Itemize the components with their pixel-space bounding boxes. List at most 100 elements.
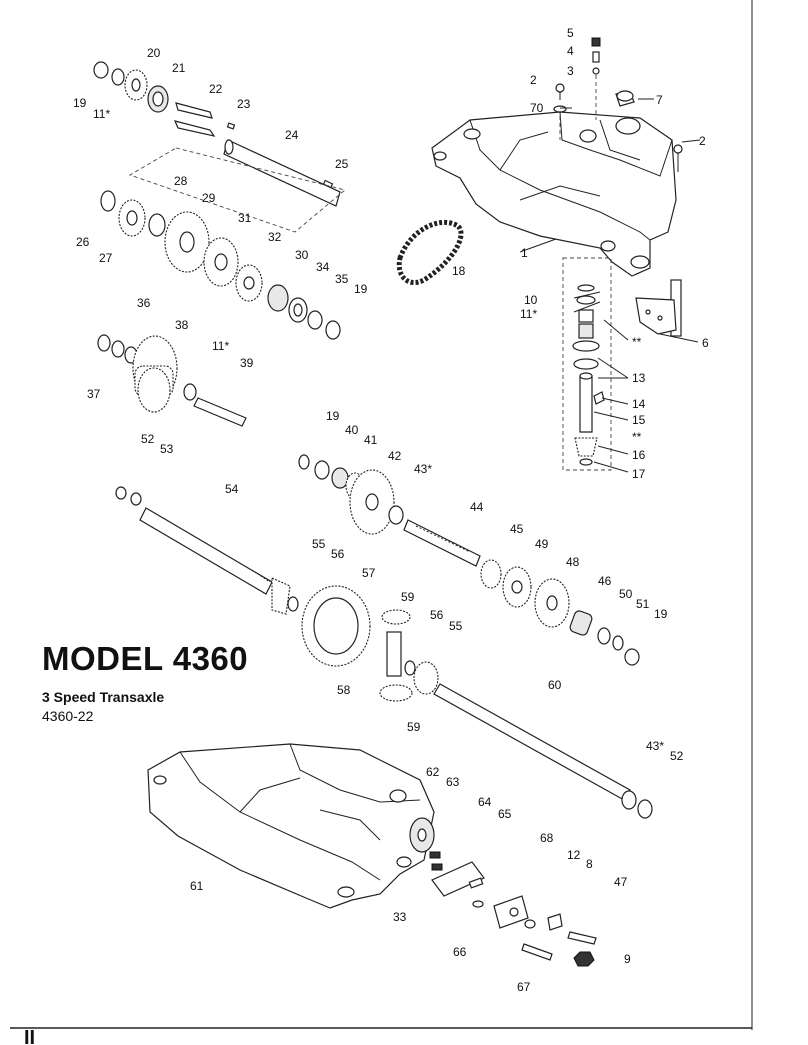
label-40: 40 [345,423,359,437]
label-30: 30 [295,248,309,262]
label-28: 28 [174,174,188,188]
label-46: 46 [598,574,612,588]
label-61: 61 [190,879,204,893]
label-65: 65 [498,807,512,821]
label-56: 56 [331,547,345,561]
label-42: 42 [388,449,402,463]
label-63: 63 [446,775,460,789]
label-56: 56 [430,608,444,622]
label-15: 15 [632,413,646,427]
label-21: 21 [172,61,186,75]
label-24: 24 [285,128,299,142]
label-20: 20 [147,46,161,60]
footer-mark: II [24,1027,35,1045]
label-19: 19 [73,96,87,110]
label-31: 31 [238,211,252,225]
label-19: 19 [354,282,368,296]
leader-lines [519,98,701,473]
model-title: MODEL 4360 [42,640,248,677]
label-55: 55 [312,537,326,551]
label-18: 18 [452,264,466,278]
label-double-asterisk: ** [632,335,642,349]
label-double-asterisk: ** [632,430,642,444]
label-62: 62 [426,765,440,779]
label-55: 55 [449,619,463,633]
label-2: 2 [530,73,537,87]
middle-shaft-group [298,454,640,666]
label-11: 11* [520,307,537,321]
label-1: 1 [521,246,528,260]
label-36: 36 [137,296,151,310]
label-57: 57 [362,566,376,580]
label-35: 35 [335,272,349,286]
label-51: 51 [636,597,650,611]
label-26: 26 [76,235,90,249]
model-subtitle: 3 Speed Transaxle [42,689,164,705]
label-52: 52 [141,432,155,446]
label-45: 45 [510,522,524,536]
label-14: 14 [632,397,646,411]
model-code: 4360-22 [42,708,94,724]
label-22: 22 [209,82,223,96]
label-68: 68 [540,831,554,845]
label-38: 38 [175,318,189,332]
label-64: 64 [478,795,492,809]
label-11: 11* [93,107,110,121]
label-39: 39 [240,356,254,370]
label-19: 19 [654,607,668,621]
label-67: 67 [517,980,531,994]
label-53: 53 [160,442,174,456]
label-44: 44 [470,500,484,514]
vertical-shaft-stack [562,257,612,471]
drive-chain [396,219,464,285]
label-16: 16 [632,448,646,462]
label-2: 2 [699,134,706,148]
label-25: 25 [335,157,349,171]
label-50: 50 [619,587,633,601]
label-59: 59 [407,720,421,734]
label-4: 4 [567,44,574,58]
label-54: 54 [225,482,239,496]
upper-shaft-group [93,61,346,340]
label-58: 58 [337,683,351,697]
label-66: 66 [453,945,467,959]
axle-60-group [433,683,653,819]
label-49: 49 [535,537,549,551]
label-48: 48 [566,555,580,569]
label-11: 11* [212,339,229,353]
label-8: 8 [586,857,593,871]
label-19: 19 [326,409,340,423]
label-10: 10 [524,293,538,307]
shaft-54-group [115,486,439,702]
label-59: 59 [401,590,415,604]
label-43: 43* [414,462,432,476]
label-17: 17 [632,467,646,481]
label-41: 41 [364,433,378,447]
part-labels: 20 21 19 11* 22 23 24 25 28 29 31 26 27 … [73,26,709,994]
label-34: 34 [316,260,330,274]
label-70: 70 [530,101,544,115]
label-33: 33 [393,910,407,924]
label-52: 52 [670,749,684,763]
label-60: 60 [548,678,562,692]
lower-hardware [409,817,597,967]
cluster-gear-group [97,334,247,427]
shift-bracket [635,279,682,337]
lower-housing [147,743,435,909]
label-12: 12 [567,848,581,862]
top-hardware [553,37,683,172]
upper-housing-cover [431,111,677,277]
label-32: 32 [268,230,282,244]
label-3: 3 [567,64,574,78]
label-23: 23 [237,97,251,111]
label-27: 27 [99,251,113,265]
label-7: 7 [656,93,663,107]
label-29: 29 [202,191,216,205]
label-13: 13 [632,371,646,385]
label-6: 6 [702,336,709,350]
label-37: 37 [87,387,101,401]
label-5: 5 [567,26,574,40]
label-43: 43* [646,739,664,753]
label-9: 9 [624,952,631,966]
